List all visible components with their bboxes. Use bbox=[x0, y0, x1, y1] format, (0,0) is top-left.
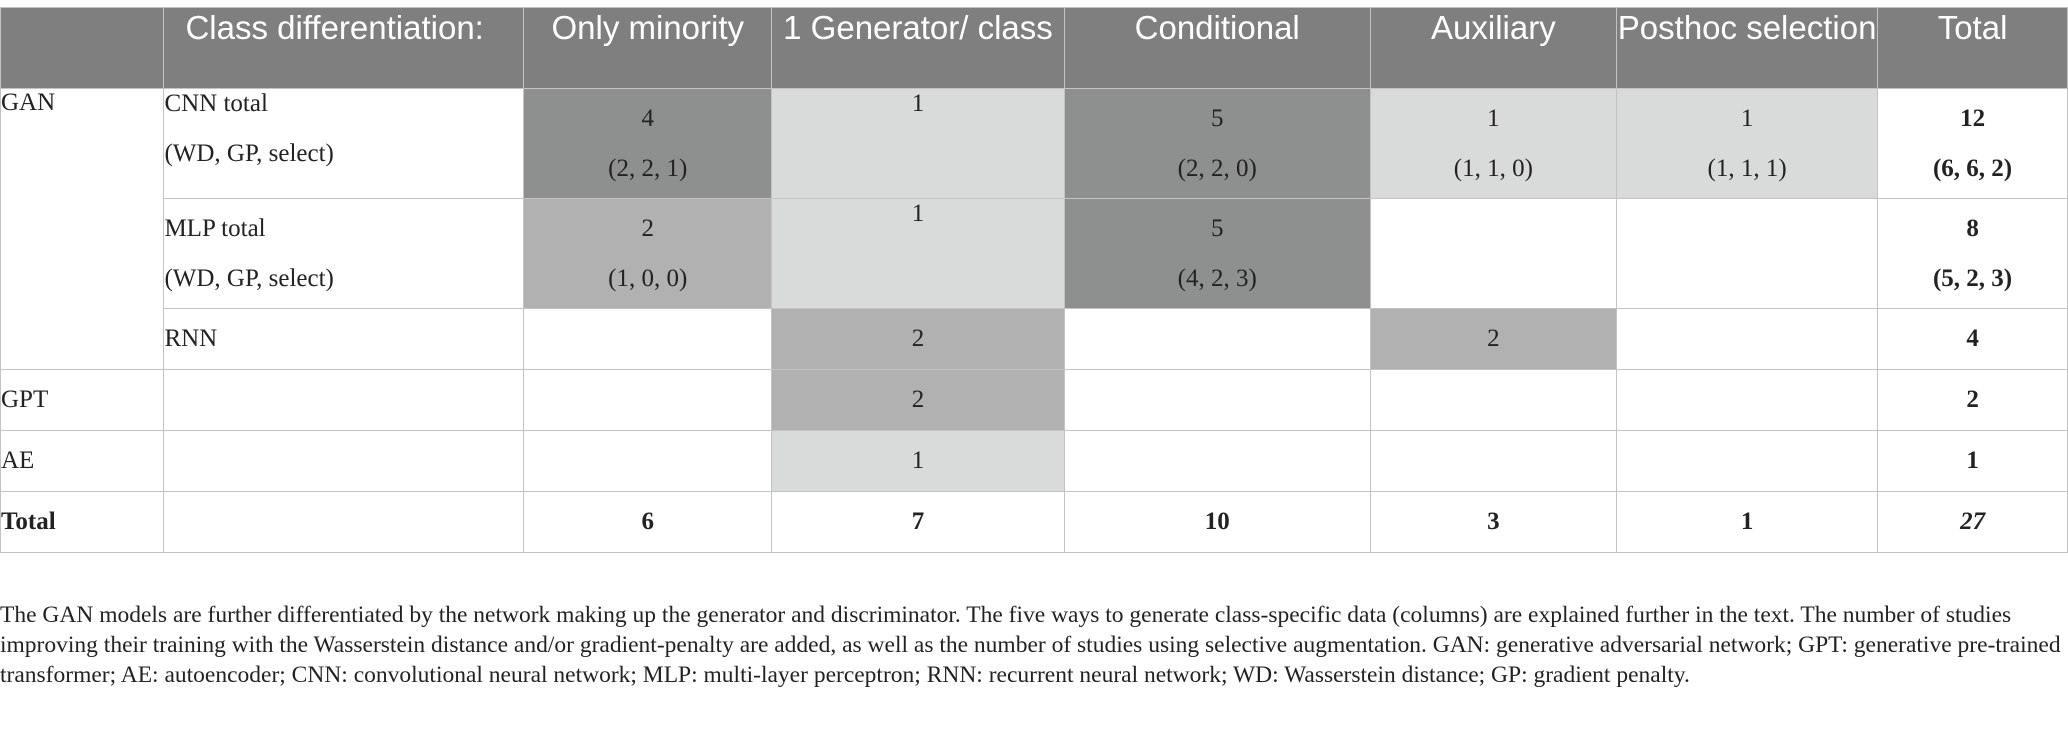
header-total: Total bbox=[1877, 7, 2068, 89]
mlp-total-count: 8 bbox=[1966, 214, 1979, 242]
header-class-differentiation: Class differentiation: bbox=[163, 7, 525, 89]
mlp-conditional-breakdown: (4, 2, 3) bbox=[1177, 264, 1257, 292]
row-label-total: Total bbox=[0, 491, 165, 553]
table-row-gan-mlp: MLP total (WD, GP, select) 2 (1, 0, 0) 1… bbox=[1, 198, 2068, 309]
header-corner bbox=[0, 7, 165, 89]
cnn-only-minority-cell: 4 (2, 2, 1) bbox=[523, 88, 773, 199]
cnn-conditional-cell: 5 (2, 2, 0) bbox=[1063, 88, 1371, 199]
mlp-label-cell: MLP total (WD, GP, select) bbox=[163, 198, 525, 309]
mlp-only-minority-cell: 2 (1, 0, 0) bbox=[523, 198, 773, 309]
total-network-cell bbox=[163, 491, 525, 553]
cnn-posthoc-count: 1 bbox=[1740, 104, 1754, 132]
header-only-minority: Only minority bbox=[523, 7, 773, 89]
cnn-total-count: 12 bbox=[1960, 104, 1986, 132]
ae-posthoc-cell bbox=[1616, 430, 1879, 492]
table-caption: The GAN models are further differentiate… bbox=[0, 602, 2061, 688]
header-auxiliary: Auxiliary bbox=[1369, 7, 1618, 89]
rnn-gen-per-class-cell: 2 bbox=[771, 308, 1065, 370]
gpt-network-cell bbox=[163, 369, 525, 431]
ae-total-cell: 1 bbox=[1877, 430, 2068, 492]
table-row-gpt: GPT 2 2 bbox=[0, 369, 2068, 431]
mlp-conditional-cell: 5 (4, 2, 3) bbox=[1063, 198, 1371, 309]
rnn-label: RNN bbox=[163, 308, 525, 370]
cnn-total-label: CNN total bbox=[164, 90, 268, 117]
cnn-label-cell: CNN total (WD, GP, select) bbox=[163, 88, 525, 199]
cnn-only-minority-breakdown: (2, 2, 1) bbox=[608, 154, 688, 182]
header-generator-per-class: 1 Generator/ class bbox=[771, 7, 1065, 89]
grand-total-cell: 27 bbox=[1877, 491, 2068, 553]
gpt-conditional-cell bbox=[1063, 369, 1371, 431]
model-gan-label: GAN bbox=[1, 89, 56, 116]
mlp-only-minority-count: 2 bbox=[641, 214, 654, 242]
ae-gen-per-class-cell: 1 bbox=[771, 430, 1065, 492]
gpt-total-cell: 2 bbox=[1877, 369, 2068, 431]
summary-table: Class differentiation: Only minority 1 G… bbox=[0, 7, 2068, 553]
mlp-auxiliary-cell bbox=[1369, 198, 1618, 309]
total-posthoc-cell: 1 bbox=[1616, 491, 1879, 553]
rnn-only-minority-cell bbox=[523, 308, 773, 370]
mlp-gen-per-class-count: 1 bbox=[911, 200, 925, 227]
cnn-conditional-breakdown: (2, 2, 0) bbox=[1177, 154, 1257, 182]
ae-conditional-cell bbox=[1063, 430, 1371, 492]
mlp-conditional-count: 5 bbox=[1210, 214, 1224, 242]
row-label-gan: GAN bbox=[0, 88, 165, 370]
mlp-posthoc-cell bbox=[1616, 198, 1879, 309]
gpt-gen-per-class-cell: 2 bbox=[771, 369, 1065, 431]
row-label-gpt: GPT bbox=[0, 369, 165, 431]
mlp-total-cell: 8 (5, 2, 3) bbox=[1877, 198, 2068, 309]
mlp-total-label: MLP total bbox=[164, 214, 266, 242]
table-row-gan-rnn: RNN 2 2 4 bbox=[1, 308, 2068, 370]
header-row: Class differentiation: Only minority 1 G… bbox=[0, 7, 2068, 89]
cnn-only-minority-count: 4 bbox=[641, 104, 654, 132]
rnn-auxiliary-cell: 2 bbox=[1369, 308, 1618, 370]
header-conditional: Conditional bbox=[1063, 7, 1371, 89]
ae-only-minority-cell bbox=[523, 430, 773, 492]
table-row-ae: AE 1 1 bbox=[0, 430, 2068, 492]
mlp-sub-label: (WD, GP, select) bbox=[164, 264, 334, 292]
total-auxiliary-cell: 3 bbox=[1369, 491, 1618, 553]
ae-auxiliary-cell bbox=[1369, 430, 1618, 492]
cnn-gen-per-class-count: 1 bbox=[911, 90, 925, 117]
cnn-gen-per-class-cell: 1 bbox=[771, 88, 1065, 199]
row-label-ae: AE bbox=[0, 430, 165, 492]
mlp-only-minority-breakdown: (1, 0, 0) bbox=[608, 264, 688, 292]
gpt-auxiliary-cell bbox=[1369, 369, 1618, 431]
ae-network-cell bbox=[163, 430, 525, 492]
cnn-posthoc-breakdown: (1, 1, 1) bbox=[1707, 154, 1787, 182]
total-conditional-cell: 10 bbox=[1063, 491, 1371, 553]
mlp-gen-per-class-cell: 1 bbox=[771, 198, 1065, 309]
cnn-auxiliary-cell: 1 (1, 1, 0) bbox=[1369, 88, 1618, 199]
mlp-total-breakdown: (5, 2, 3) bbox=[1932, 264, 2013, 292]
table-row-gan-cnn: GAN CNN total (WD, GP, select) 4 (2, 2, … bbox=[0, 88, 2068, 370]
cnn-conditional-count: 5 bbox=[1210, 104, 1224, 132]
rnn-posthoc-cell bbox=[1616, 308, 1879, 370]
cnn-sub-label: (WD, GP, select) bbox=[164, 140, 334, 167]
cnn-total-breakdown: (6, 6, 2) bbox=[1932, 154, 2013, 182]
total-gen-per-class-cell: 7 bbox=[771, 491, 1065, 553]
cnn-auxiliary-count: 1 bbox=[1487, 104, 1500, 132]
table-row-total: Total 6 7 10 3 1 27 bbox=[0, 491, 2068, 553]
total-only-minority-cell: 6 bbox=[523, 491, 773, 553]
gpt-posthoc-cell bbox=[1616, 369, 1879, 431]
rnn-conditional-cell bbox=[1063, 308, 1371, 370]
cnn-posthoc-cell: 1 (1, 1, 1) bbox=[1616, 88, 1879, 199]
gpt-only-minority-cell bbox=[523, 369, 773, 431]
cnn-auxiliary-breakdown: (1, 1, 0) bbox=[1453, 154, 1533, 182]
rnn-total-cell: 4 bbox=[1877, 308, 2068, 370]
cnn-total-cell: 12 (6, 6, 2) bbox=[1877, 88, 2068, 199]
header-posthoc-selection: Posthoc selection bbox=[1616, 7, 1879, 89]
